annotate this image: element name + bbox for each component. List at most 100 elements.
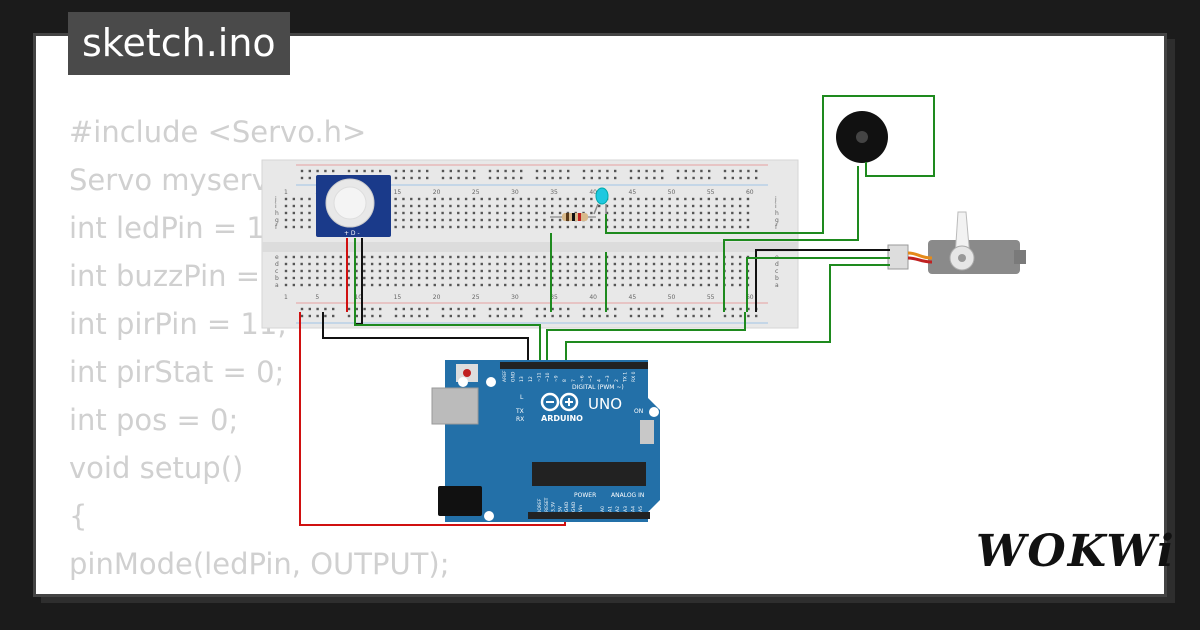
column-label: 45 [629,294,637,301]
pin-label: GND [511,371,517,382]
pin-label: ~5 [588,375,594,382]
row-label: a [775,282,779,289]
led [593,187,609,215]
row-label: g [775,217,779,224]
l-led-label: L [520,394,524,401]
column-label: 30 [511,189,519,196]
code-line: int pirStat = 0; [69,355,285,389]
row-label: h [775,210,779,217]
column-label: 55 [707,189,715,196]
row-label: d [275,261,279,268]
row-label: i [275,203,277,210]
column-label: 40 [589,294,597,301]
row-label: b [275,275,279,282]
row-label: f [275,224,278,231]
row-label: j [274,196,277,203]
pin-label: 12 [528,376,534,382]
pin-label: A2 [615,506,621,512]
row-label: f [775,224,778,231]
column-label: 15 [394,294,402,301]
column-label: 30 [511,294,519,301]
pin-label: A1 [608,506,614,512]
pin-label: 13 [519,376,525,382]
column-label: 60 [746,294,754,301]
pin-label: GND [564,501,570,512]
column-label: 35 [550,189,558,196]
column-label: 55 [707,294,715,301]
row-label: j [774,196,777,203]
file-tab[interactable]: sketch.ino [68,12,290,75]
code-line: { [69,499,88,533]
pin-label: 5V [557,505,563,512]
pin-label: ~10 [545,372,551,382]
code-line: int ledPin = 13; [69,211,294,245]
pin-label: 4 [597,379,603,382]
row-label: i [775,203,777,210]
code-line: void setup() [69,451,244,485]
wires [299,95,935,526]
pin-label: A0 [600,506,606,512]
pin-label: IOREF [537,498,543,512]
column-label: 25 [472,294,480,301]
row-label: a [275,282,279,289]
pin-label: GND [571,501,577,512]
code-line: int pos = 0; [69,403,239,437]
buzzer [836,111,888,163]
wokwi-logo: WOKWi [976,526,1176,577]
pin-label: A3 [623,506,629,512]
on-led-label: ON [634,408,643,415]
row-label: d [775,261,779,268]
column-label: 40 [589,189,597,196]
column-label: 50 [668,189,676,196]
resistor [550,213,596,221]
column-label: 20 [433,294,441,301]
tx-led-label: TX [515,408,524,415]
pin-label: 7 [571,379,577,382]
rx-led-label: RX [516,416,524,423]
row-label: c [775,268,778,275]
column-label: 5 [315,294,319,301]
row-label: g [275,217,279,224]
pin-label: ~9 [554,375,560,382]
pin-label: TX 1 [622,372,628,383]
board-brand: ARDUINO [541,414,583,423]
row-label: h [275,210,279,217]
code-line: pinMode(ledPin, OUTPUT); [69,547,450,581]
pin-label: Vin [578,505,584,512]
power-header-label: POWER [574,492,596,499]
column-label: 45 [629,189,637,196]
pin-label: ~11 [536,372,542,382]
column-label: 35 [550,294,558,301]
pin-label: AREF [502,370,508,382]
servo [887,211,1026,274]
code-line: #include <Servo.h> [69,115,367,149]
pin-label: A4 [630,506,636,512]
pin-label: ~6 [579,375,585,382]
column-label: 1 [284,294,288,301]
arduino-uno: DIGITAL (PWM ~) POWER ANALOG IN UNO ARDU… [431,360,660,522]
pin-label: A5 [638,506,644,512]
board-model: UNO [588,395,622,413]
column-label: 1 [284,189,288,196]
analog-header-label: ANALOG IN [611,492,644,499]
pin-label: 2 [614,379,620,382]
pin-label: 3.3V [551,501,557,512]
pin-label: RESET [544,497,550,512]
column-label: 10 [354,294,362,301]
pin-label: RX 0 [631,371,637,382]
pir-sensor: + D - [316,175,391,237]
column-label: 25 [472,189,480,196]
pin-label: ~3 [605,375,611,382]
arduino-logo-icon [540,392,579,412]
row-label: e [275,254,279,261]
column-label: 15 [394,189,402,196]
pir-pins-label: + D - [344,230,360,237]
pin-label: 8 [562,379,568,382]
column-label: 50 [668,294,676,301]
row-label: b [775,275,779,282]
